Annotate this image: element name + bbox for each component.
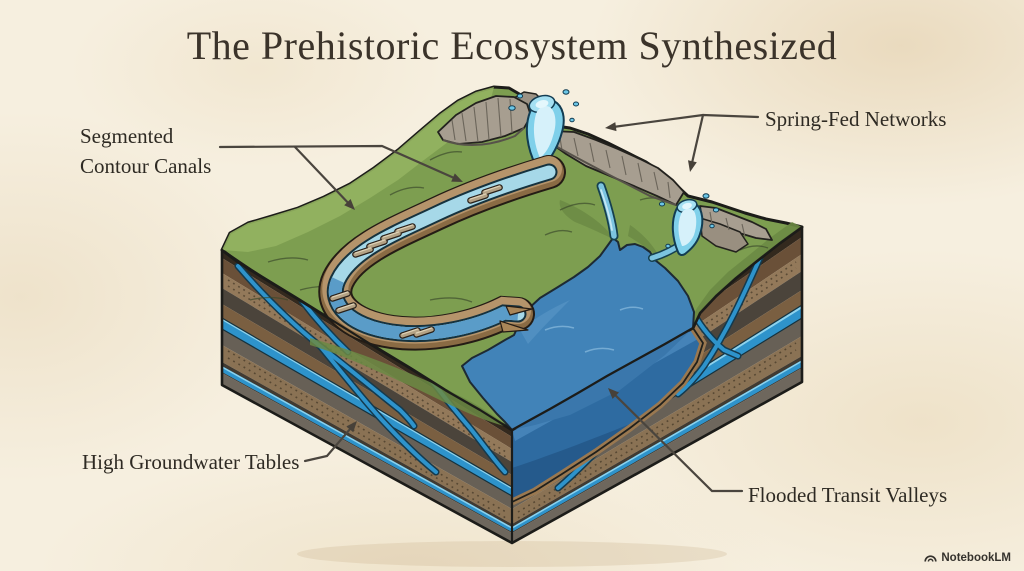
contour-canal — [318, 155, 566, 351]
label-segmented-contour-canals: Segmented Contour Canals — [80, 121, 211, 181]
leader-spring-fed-networks-branch — [691, 113, 705, 163]
spring-droplets — [508, 89, 580, 123]
canal-gates — [329, 184, 503, 339]
arrowhead-groundwater — [346, 421, 357, 433]
notebooklm-logo-icon — [924, 555, 938, 562]
arrowhead-spring-1 — [605, 122, 617, 132]
leader-segmented-contour-canals — [218, 144, 455, 179]
spring-2 — [658, 193, 720, 257]
leader-segmented-contour-canals-branch — [293, 145, 349, 204]
arrowhead-canal-1 — [344, 199, 355, 210]
leader-arrowheads — [344, 122, 697, 433]
label-high-groundwater-tables: High Groundwater Tables — [82, 450, 300, 474]
cliff-striations — [451, 97, 746, 238]
label-line: Segmented — [80, 124, 174, 148]
groundwater-veins-left — [234, 262, 509, 476]
leader-flooded-transit-valleys — [614, 394, 744, 493]
watermark-brand: NotebookLM — [941, 551, 1011, 564]
arrowhead-spring-2 — [688, 160, 697, 172]
leader-high-groundwater-tables — [303, 428, 351, 463]
page-title: The Prehistoric Ecosystem Synthesized — [186, 23, 838, 68]
label-spring-fed-networks: Spring-Fed Networks — [765, 107, 947, 131]
arrowhead-canal-2 — [451, 173, 463, 182]
label-flooded-transit-valleys: Flooded Transit Valleys — [748, 483, 948, 507]
ground-shadow — [297, 541, 727, 567]
leader-spring-fed-networks — [614, 113, 760, 128]
arrowhead-flooded-valley — [608, 388, 619, 399]
spring-droplets — [658, 193, 720, 249]
leader-lines — [218, 113, 760, 493]
label-line: Contour Canals — [80, 154, 212, 178]
streams — [596, 181, 687, 262]
block-outlines — [220, 225, 804, 545]
watermark: NotebookLM — [924, 551, 1011, 564]
